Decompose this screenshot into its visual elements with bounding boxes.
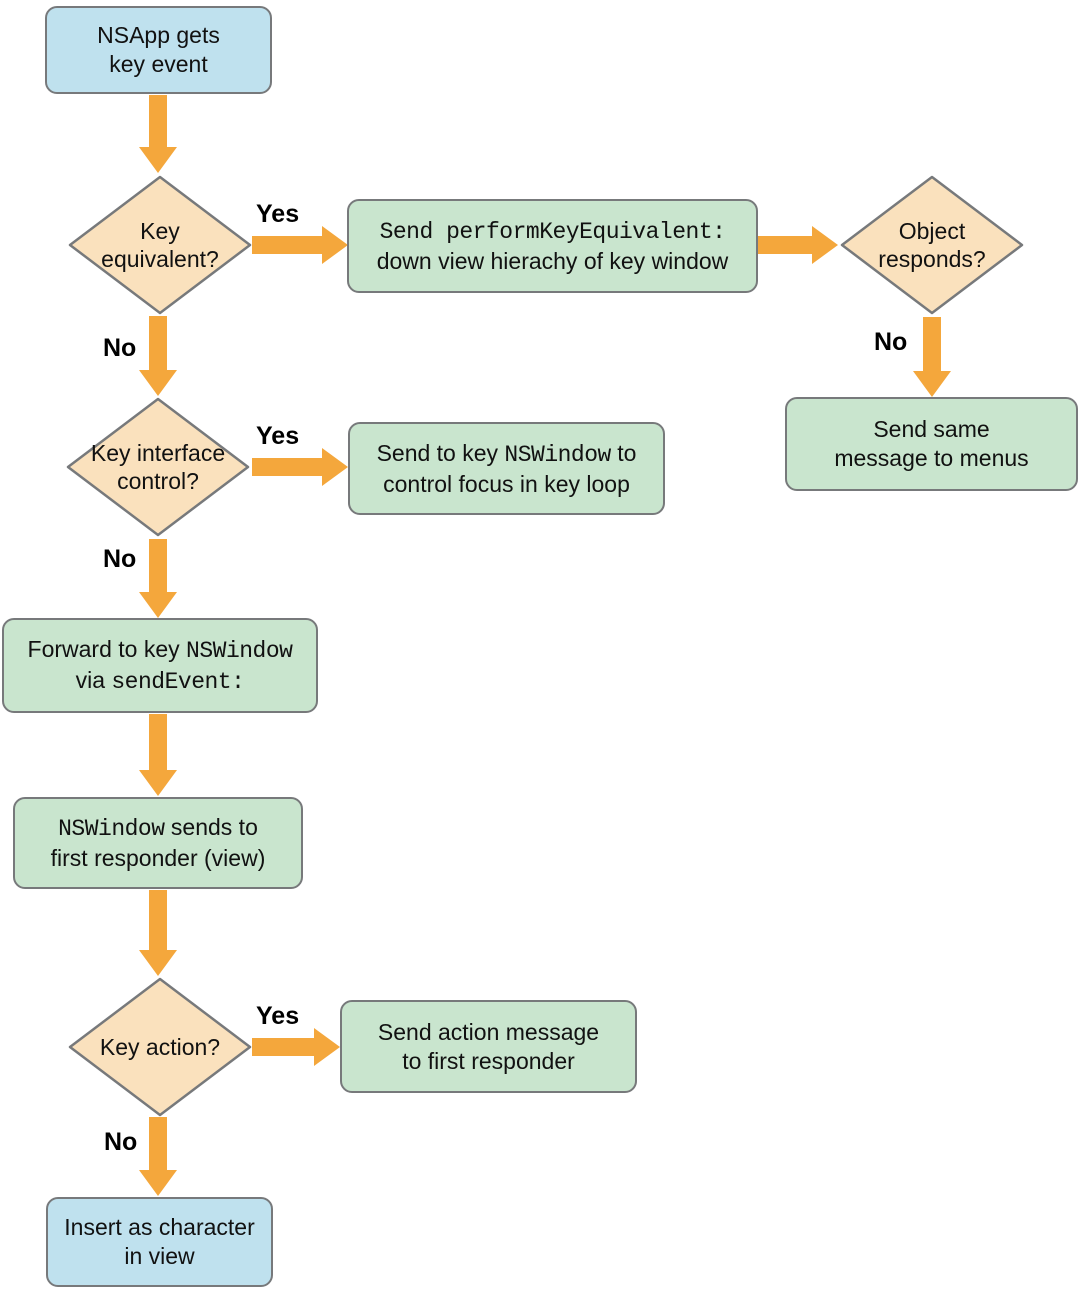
code-text: Send performKeyEquivalent: [379,219,726,245]
node-text: NSApp gets key event [97,22,220,77]
arrow-perform-to-object-responds [758,226,838,264]
node-send-to-key-window: Send to key NSWindow to control focus in… [348,422,665,515]
arrow-head [139,592,177,618]
plain-text: control focus in key loop [383,470,630,497]
arrow-head [322,448,348,486]
arrow-head [139,1170,177,1196]
arrow-key-equivalent-no [139,316,177,396]
diamond-shape [68,175,252,315]
arrow-key-action-no [139,1117,177,1196]
decision-key-equivalent: Key equivalent? [67,174,253,316]
branch-label-yes: Yes [256,1002,300,1030]
branch-label-no: No [103,334,137,362]
node-nsapp-gets-key-event: NSApp gets key event [45,6,272,94]
arrow-shaft [149,714,167,772]
node-text: Send action message to first responder [377,1018,600,1074]
arrow-shaft [149,316,167,372]
node-insert-as-character: Insert as character in view [46,1197,273,1287]
decision-key-interface-control: Key interface control? [65,396,251,538]
decision-text: Object responds? [878,218,986,272]
plain-text: via [75,666,112,693]
arrow-head [139,770,177,796]
node-text-line: control focus in key loop [377,470,637,499]
branch-label-yes: Yes [256,422,300,450]
arrow-head [812,226,838,264]
arrow-object-responds-no [913,317,951,397]
code-text: NSWindow [504,441,611,468]
node-text-line: NSWindow sends to [51,813,266,844]
diamond-shape [68,977,252,1117]
node-send-action-message: Send action message to first responder [340,1000,637,1093]
arrow-shaft [252,1038,316,1056]
decision-key-action: Key action? [67,976,253,1118]
arrow-head [139,950,177,976]
arrow-key-interface-no [139,539,177,618]
arrow-start-to-key-equivalent [139,95,177,173]
node-text: Insert as character in view [64,1214,255,1269]
plain-text: first responder (view) [50,845,266,871]
node-text: Forward to key NSWindow via sendEvent: [28,635,293,697]
arrow-shaft [149,539,167,594]
node-text: NSWindow sends to first responder (view) [51,813,266,873]
arrow-shaft [149,95,167,149]
plain-text: Forward to key [27,635,187,662]
node-text-line: Send to key NSWindow to [377,439,637,470]
arrow-forward-to-window-sends [139,714,177,796]
node-text: Send same message to menus [834,416,1029,471]
arrow-shaft [923,317,941,373]
plain-text: Send to key [376,439,505,466]
arrow-key-equivalent-yes [252,226,348,264]
arrow-head [139,370,177,396]
node-window-sends-to-first-responder: NSWindow sends to first responder (view) [13,797,303,889]
arrow-head [139,147,177,173]
node-text-line: Send performKeyEquivalent: [377,216,729,247]
decision-text: Key equivalent? [101,218,219,272]
node-forward-to-key-window: Forward to key NSWindow via sendEvent: [2,618,318,713]
arrow-shaft [149,890,167,952]
node-send-same-message-to-menus: Send same message to menus [785,397,1078,491]
arrow-shaft [758,236,814,254]
node-send-perform-key-equivalent: Send performKeyEquivalent: down view hie… [347,199,758,293]
branch-label-no: No [103,545,137,573]
decision-text: Key interface control? [90,440,226,494]
node-text-line: via sendEvent: [28,666,293,697]
arrow-shaft [252,458,324,476]
node-text: Send to key NSWindow to control focus in… [377,439,637,499]
arrow-shaft [252,236,324,254]
node-text-line: Forward to key NSWindow [28,635,293,666]
plain-text: sends to [164,814,258,840]
arrow-head [913,371,951,397]
arrow-head [322,226,348,264]
decision-object-responds: Object responds? [839,174,1025,316]
node-text-line: first responder (view) [51,844,266,873]
plain-text: to [610,439,637,466]
code-text: NSWindow [186,637,293,664]
plain-text: down view hierachy of key window [376,248,729,274]
arrow-head [314,1028,340,1066]
node-text: Send performKeyEquivalent: down view hie… [377,216,729,276]
branch-label-yes: Yes [256,200,300,228]
code-text: sendEvent: [111,668,245,695]
diamond-shape [840,175,1024,315]
branch-label-no: No [104,1128,138,1156]
node-text-line: down view hierachy of key window [377,247,729,276]
code-text: NSWindow [58,816,165,842]
arrow-key-action-yes [252,1028,340,1066]
branch-label-no: No [874,328,908,356]
arrow-shaft [149,1117,167,1172]
diamond-shape [66,397,250,537]
decision-text: Key action? [99,1034,221,1060]
arrow-window-sends-to-key-action [139,890,177,976]
arrow-key-interface-yes [252,448,348,486]
